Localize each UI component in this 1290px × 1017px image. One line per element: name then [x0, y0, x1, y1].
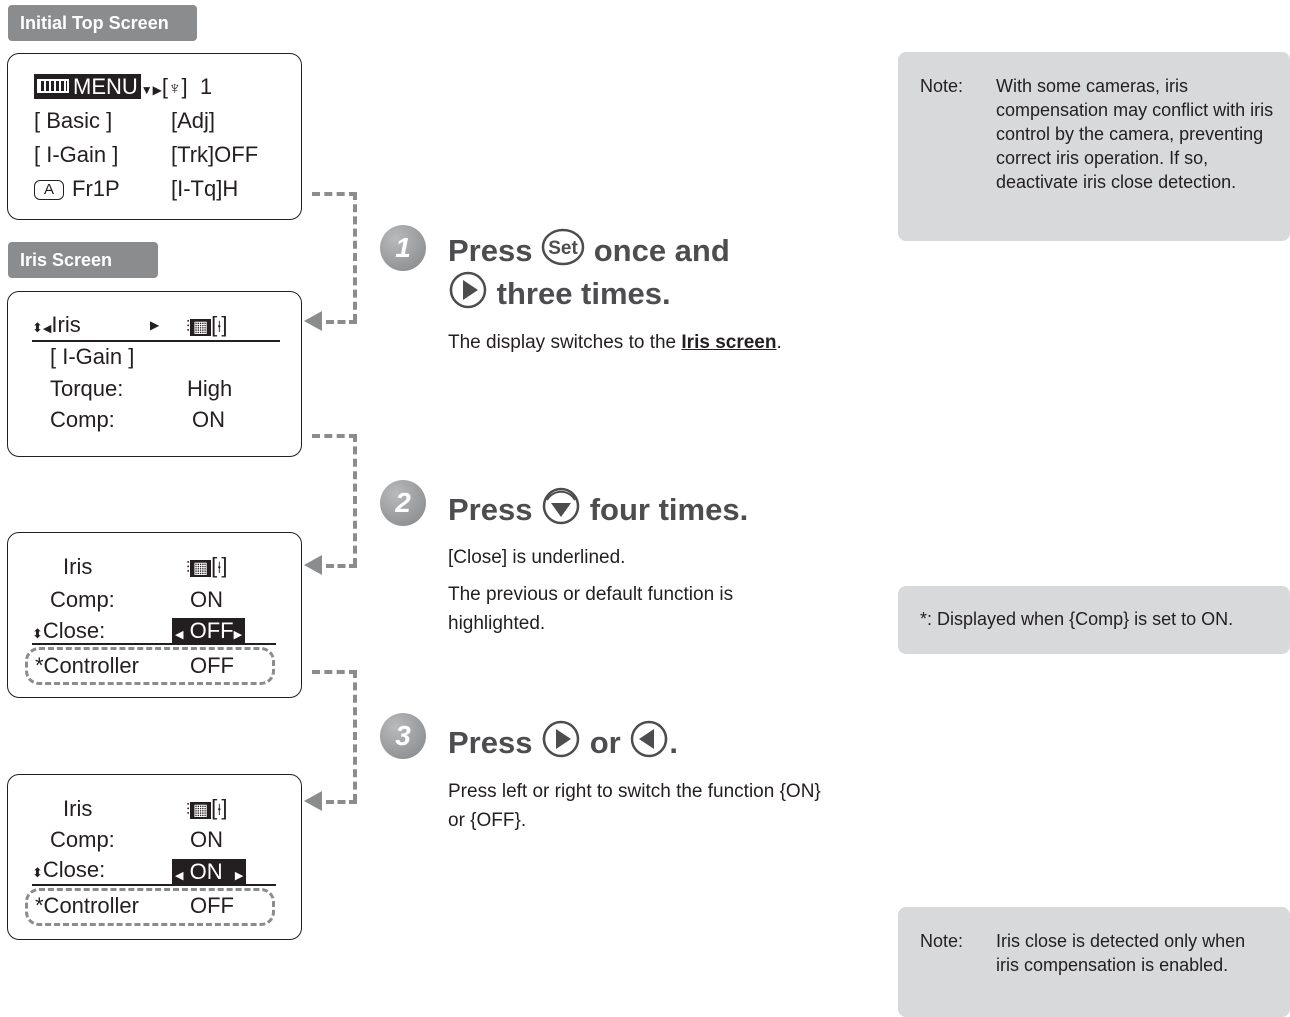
iris-symbol-icon: ⍿: [217, 802, 222, 819]
step-1-description: The display switches to the Iris screen.: [448, 332, 782, 353]
right-arrow-icon: ▶: [150, 318, 160, 332]
note-text: Iris close is detected only when iris co…: [996, 931, 1246, 975]
close-value-highlighted: ◀ ON ▶: [172, 859, 247, 884]
iris-screen-link[interactable]: Iris screen: [681, 332, 777, 353]
comp-value: ON: [192, 407, 225, 432]
step-3-description: Press left or right to switch the functi…: [448, 781, 821, 831]
note-box-2: *: Displayed when {Comp} is set to ON.: [898, 586, 1290, 654]
torque-label: Torque:: [50, 376, 124, 401]
fader-icon: ⫶: [186, 560, 191, 577]
step3-lcd: Iris ⫶▦[⍿] Comp: ON ⬍Close: ◀ ON ▶ *Cont…: [7, 774, 302, 940]
down-arrow-icon: ▼: [140, 83, 153, 97]
arrow-left-icon: [304, 791, 322, 811]
initial-top-screen-lcd: MENU▼▶[♆] 1 [ Basic ] [Adj] [ I-Gain ] […: [7, 53, 302, 220]
step-2-heading: Press four times.: [448, 487, 748, 531]
iris-symbol-icon: ⍿: [217, 319, 222, 336]
trk-item: [Trk]OFF: [171, 142, 259, 167]
arrow-left-icon: [304, 311, 322, 331]
basic-item: [ Basic ]: [34, 108, 113, 133]
controller-value: OFF: [190, 893, 234, 918]
controller-dashed-outline: [25, 647, 275, 685]
i-gain-item: [ I-Gain ]: [34, 142, 119, 167]
header-underline: [32, 340, 280, 342]
note-text: With some cameras, iris compensation may…: [996, 76, 1274, 192]
fader-icon: ⫶: [186, 802, 191, 819]
close-label: ⬍Close:: [32, 857, 106, 882]
step-1-heading: Press Set once and: [448, 228, 730, 272]
torque-value: High: [187, 376, 233, 401]
status-icons: ⫶▦[⍿]: [186, 553, 228, 578]
right-arrow-icon: ▶: [152, 83, 162, 97]
updown-arrow-icon: ⬍: [32, 626, 43, 641]
step-2-note-2: The previous or default function is high…: [448, 584, 734, 634]
comp-label: Comp:: [50, 587, 115, 612]
fader-icon: ⫶: [186, 319, 191, 336]
controller-value: OFF: [190, 653, 234, 678]
step-3-heading: Press or .: [448, 720, 678, 764]
down-button-icon: [542, 487, 580, 525]
controller-dashed-outline: [25, 888, 275, 926]
step-3-badge: 3: [380, 713, 426, 759]
note-text: *: Displayed when {Comp} is set to ON.: [920, 609, 1234, 629]
svg-text:Set: Set: [548, 238, 578, 259]
note-box-1: Note: With some cameras, iris compensati…: [898, 52, 1290, 241]
arrow-left-icon: [304, 555, 322, 575]
step-1-badge: 1: [380, 225, 426, 271]
close-label: ⬍Close:: [32, 618, 106, 643]
set-button-icon: Set: [541, 228, 585, 266]
close-value-highlighted: ◀ OFF▶: [172, 618, 246, 643]
note-label: Note:: [920, 76, 964, 96]
iris-title: Iris: [63, 554, 93, 579]
comp-label: Comp:: [50, 827, 115, 852]
iris-title-row: ⬍◀Iris: [32, 312, 81, 337]
i-tq-item: [I-Tq]H: [171, 176, 239, 201]
lens-icon: ▦: [190, 560, 212, 577]
step-1-heading-line2: three times.: [448, 271, 671, 315]
status-icons: ⫶▦[⍿]: [186, 795, 228, 820]
initial-top-screen-tag: Initial Top Screen: [8, 5, 197, 41]
controller-label: *Controller: [35, 893, 139, 918]
iris-screen-tag: Iris Screen: [8, 242, 158, 278]
adj-item: [Adj]: [171, 108, 216, 133]
iris-symbol-icon: ⍿: [217, 560, 222, 577]
lens-icon: ▦: [190, 319, 212, 336]
updown-arrow-icon: ⬍: [32, 320, 43, 335]
comp-value: ON: [190, 587, 223, 612]
status-icons: ⫶▦[⍿]: [186, 312, 228, 337]
close-underline: [32, 884, 276, 886]
left-button-icon: [631, 720, 668, 758]
person-icon: ♆: [168, 78, 182, 98]
menu-icon: [37, 79, 69, 93]
left-arrow-icon: ◀: [42, 323, 52, 335]
updown-arrow-icon: ⬍: [32, 865, 43, 880]
comp-label: Comp:: [50, 407, 115, 432]
close-underline: [32, 643, 276, 645]
note-label: Note:: [920, 931, 964, 951]
note-box-3: Note: Iris close is detected only when i…: [898, 907, 1290, 1017]
right-button-icon: [542, 720, 580, 758]
step2-lcd: Iris ⫶▦[⍿] Comp: ON ⬍Close: ◀ OFF▶ *Cont…: [7, 532, 302, 698]
step-2-note-1: [Close] is underlined.: [448, 547, 626, 568]
menu-row: MENU▼▶[♆] 1: [34, 74, 212, 99]
a-button-icon: A: [34, 180, 65, 200]
i-gain-row: [ I-Gain ]: [50, 344, 135, 369]
lens-icon: ▦: [190, 802, 212, 819]
menu-label: MENU: [34, 74, 141, 99]
iris-screen-lcd: ⬍◀Iris ▶ ⫶▦[⍿] [ I-Gain ] Torque: High C…: [7, 291, 302, 457]
iris-title: Iris: [63, 796, 93, 821]
controller-label: *Controller: [35, 653, 139, 678]
right-button-icon: [449, 271, 487, 309]
comp-value: ON: [190, 827, 223, 852]
step-2-badge: 2: [380, 480, 426, 526]
